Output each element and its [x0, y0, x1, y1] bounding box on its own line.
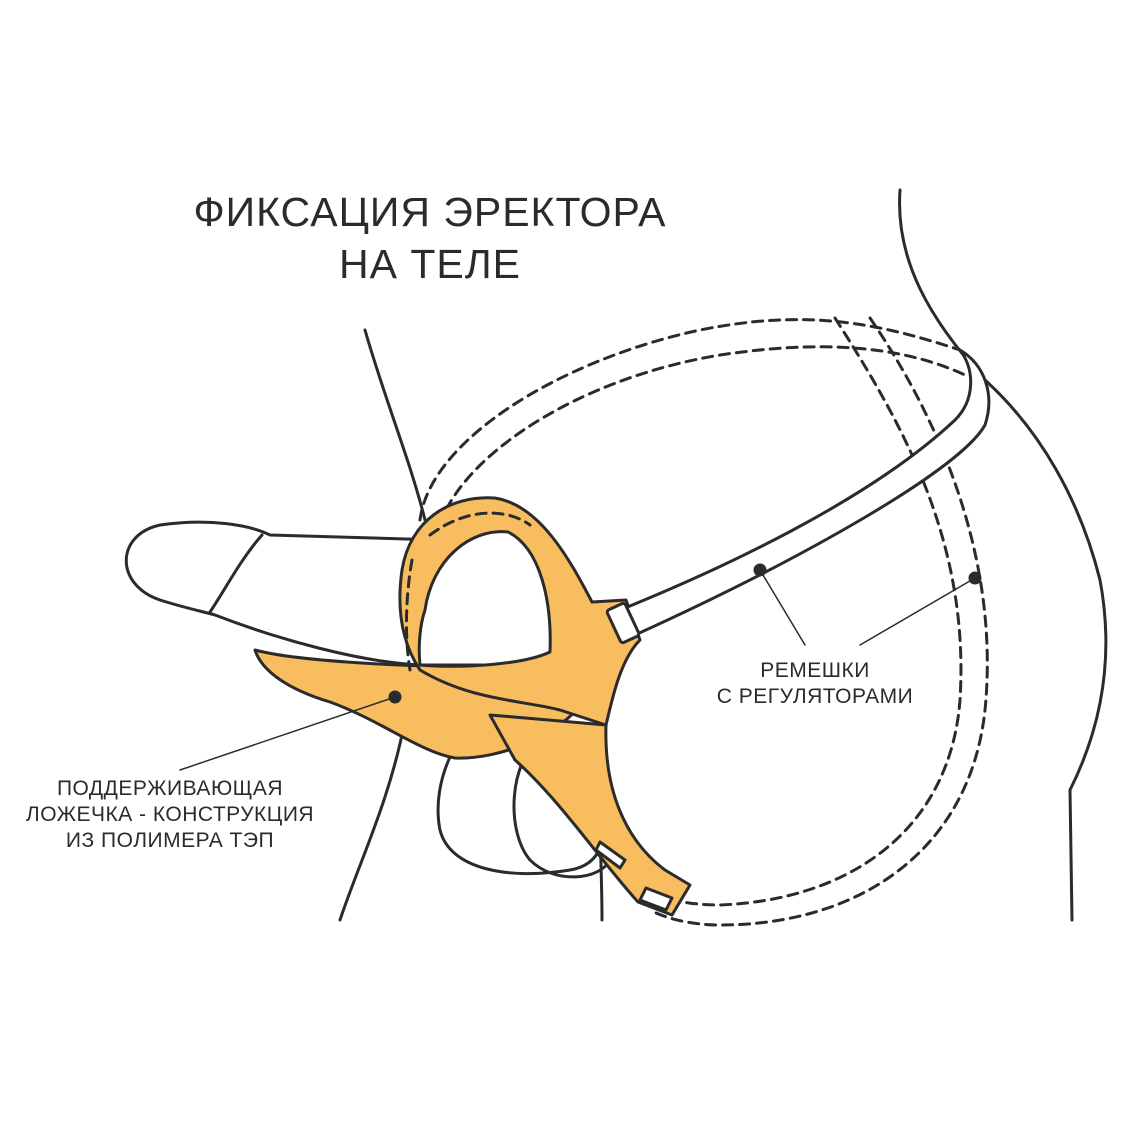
dashed-leg-strap-2	[648, 316, 989, 927]
body-back-outline	[898, 188, 1108, 922]
erector-outline	[124, 520, 547, 667]
dashed-leg-strap	[658, 316, 963, 907]
pointer-line-leg-strap	[859, 577, 976, 646]
pointer-line-strap	[759, 569, 806, 646]
spoon-label-line-1: ПОДДЕРЖИВАЮЩАЯ	[56, 777, 284, 800]
straps-label: РЕМЕШКИ С РЕГУЛЯТОРАМИ	[700, 658, 930, 710]
lower-buckle-icon	[638, 886, 674, 912]
title-line-2: НА ТЕЛЕ	[339, 241, 521, 287]
strap-buckle-icon	[605, 601, 641, 645]
leg-outline	[338, 718, 407, 922]
lower-strap	[488, 713, 692, 917]
body-front-outline	[363, 328, 427, 522]
dashed-strap-back	[418, 318, 962, 522]
title-line-1: ФИКСАЦИЯ ЭРЕКТОРА	[193, 189, 667, 235]
straps-label-line-2: С РЕГУЛЯТОРАМИ	[716, 685, 914, 708]
lower-strap-slot	[594, 840, 627, 870]
diagram-title: ФИКСАЦИЯ ЭРЕКТОРА НА ТЕЛЕ	[150, 186, 710, 290]
waist-strap	[613, 348, 991, 637]
spoon-label-line-3: ИЗ ПОЛИМЕРА ТЭП	[65, 829, 275, 852]
spoon-dashed-edge	[404, 511, 532, 672]
support-frame	[398, 496, 642, 727]
pointer-line-spoon	[179, 696, 396, 771]
glans-line	[208, 533, 264, 614]
spoon-label-line-2: ЛОЖЕЧКА - КОНСТРУКЦИЯ	[25, 803, 315, 826]
straps-label-line-1: РЕМЕШКИ	[760, 659, 870, 682]
spoon-label: ПОДДЕРЖИВАЮЩАЯ ЛОЖЕЧКА - КОНСТРУКЦИЯ ИЗ …	[0, 776, 340, 854]
